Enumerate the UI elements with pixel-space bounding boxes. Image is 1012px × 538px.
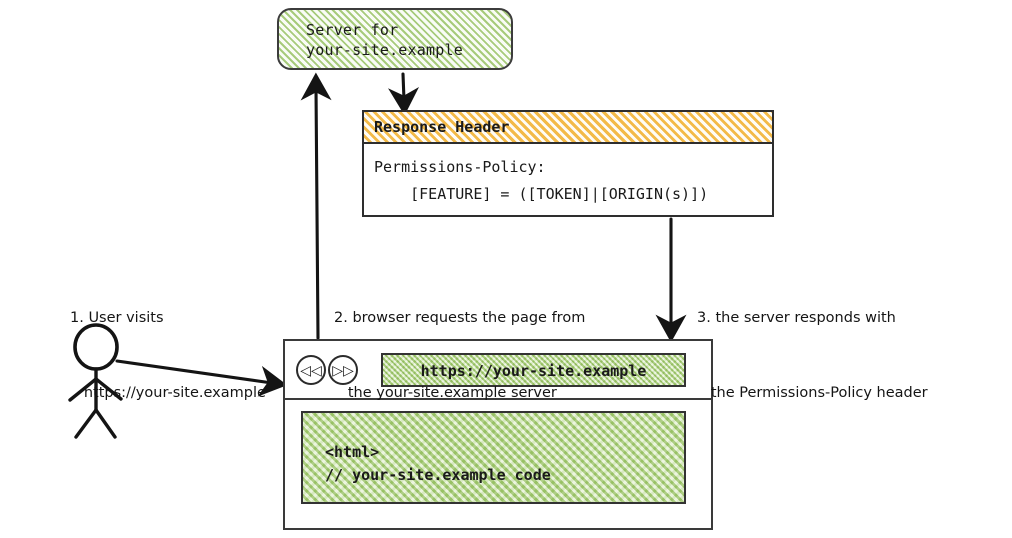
response-header-title-bar: Response Header <box>364 112 772 144</box>
browser-window: ◁◁ ▷▷ https://your-site.example <html> /… <box>283 339 713 530</box>
arrow-user-to-browser <box>115 359 288 397</box>
browser-toolbar: ◁◁ ▷▷ https://your-site.example <box>285 341 711 400</box>
annotation-step-1-line2: https://your-site.example <box>70 385 266 401</box>
user-stick-figure <box>68 323 123 439</box>
page-code-line2: // your-site.example code <box>325 466 551 484</box>
response-header-title: Response Header <box>374 118 510 136</box>
url-bar[interactable]: https://your-site.example <box>381 353 686 387</box>
server-label-line1: Server for <box>306 21 399 39</box>
arrow-server-to-response-header <box>388 72 420 116</box>
annotation-step-2-line1: 2. browser requests the page from <box>334 310 586 326</box>
page-viewport: <html> // your-site.example code <box>301 411 686 504</box>
annotation-step-1-line1: 1. User visits <box>70 310 164 326</box>
fast-forward-icon: ▷▷ <box>332 363 354 379</box>
response-header-policy-line1: Permissions-Policy: <box>374 158 546 176</box>
annotation-step-3-line1: 3. the server responds with <box>697 310 896 326</box>
arrow-browser-to-server <box>300 72 332 340</box>
response-header-box: Response Header Permissions-Policy: [FEA… <box>362 110 774 217</box>
annotation-step-3-line2: the Permissions-Policy header <box>697 385 928 401</box>
url-text: https://your-site.example <box>420 362 647 380</box>
rewind-icon: ◁◁ <box>300 363 322 379</box>
annotation-step-1: 1. User visits https://your-site.example <box>70 256 266 456</box>
annotation-step-2: 2. browser requests the page from the yo… <box>334 256 585 456</box>
annotation-step-3: 3. the server responds with the Permissi… <box>697 256 928 456</box>
server-node: Server for your-site.example <box>277 8 513 70</box>
forward-button[interactable]: ▷▷ <box>328 355 358 385</box>
annotation-step-2-line2: the your-site.example server <box>334 385 557 401</box>
back-button[interactable]: ◁◁ <box>296 355 326 385</box>
response-header-policy-line2: [FEATURE] = ([TOKEN]|[ORIGIN(s)]) <box>374 185 709 203</box>
page-code-line1: <html> <box>325 443 380 461</box>
server-label-line2: your-site.example <box>306 41 463 59</box>
